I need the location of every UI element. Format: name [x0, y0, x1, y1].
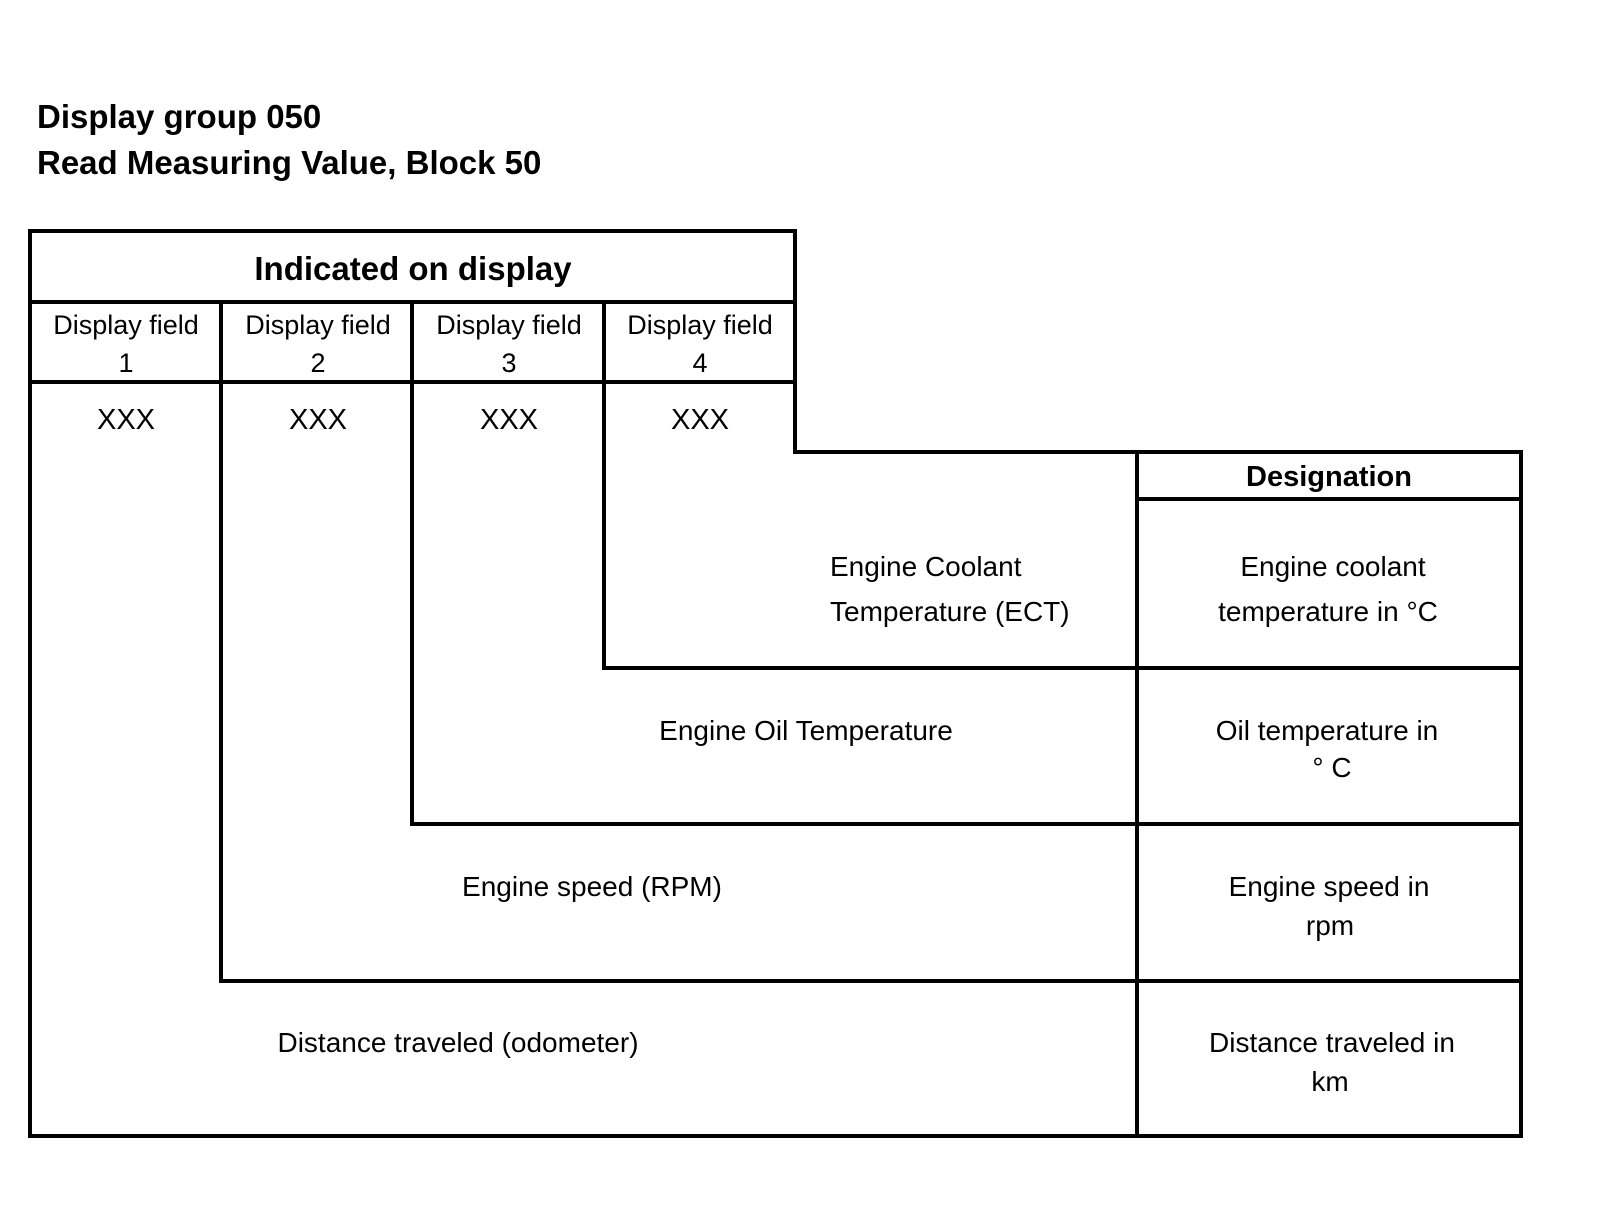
field-1-label: Display field [53, 310, 199, 340]
indicated-header: Indicated on display [254, 250, 572, 287]
designation-speed-line-2: rpm [1306, 910, 1354, 941]
designation-oil-line-2: ° C [1312, 752, 1351, 783]
measurement-coolant-line-1: Engine Coolant [830, 551, 1022, 582]
field-2-value: XXX [289, 404, 347, 436]
field-2-label: Display field [245, 310, 391, 340]
field-3-value: XXX [480, 404, 538, 436]
field-4-number: 4 [692, 348, 707, 378]
measurement-coolant-line-2: Temperature (ECT) [830, 596, 1070, 627]
measurement-oil-line-1: Engine Oil Temperature [659, 715, 953, 746]
page-title: Display group 050 [37, 98, 322, 135]
field-1-number: 1 [118, 348, 133, 378]
designation-coolant-line-2: temperature in °C [1218, 596, 1438, 627]
designation-distance-line-1: Distance traveled in [1209, 1027, 1455, 1058]
designation-distance-line-2: km [1311, 1066, 1348, 1097]
designation-coolant-line-1: Engine coolant [1240, 551, 1425, 582]
field-4-value: XXX [671, 404, 729, 436]
field-4-label: Display field [627, 310, 773, 340]
measurement-speed-line-1: Engine speed (RPM) [462, 871, 722, 902]
field-3-label: Display field [436, 310, 582, 340]
designation-speed-line-1: Engine speed in [1229, 871, 1430, 902]
field-1-value: XXX [97, 404, 155, 436]
field-3-number: 3 [501, 348, 516, 378]
page-subtitle: Read Measuring Value, Block 50 [37, 144, 542, 181]
designation-header: Designation [1246, 461, 1412, 493]
designation-oil-line-1: Oil temperature in [1216, 715, 1439, 746]
field-2-number: 2 [310, 348, 325, 378]
outer-border [28, 229, 1523, 1138]
measurement-distance-line-1: Distance traveled (odometer) [277, 1027, 638, 1058]
